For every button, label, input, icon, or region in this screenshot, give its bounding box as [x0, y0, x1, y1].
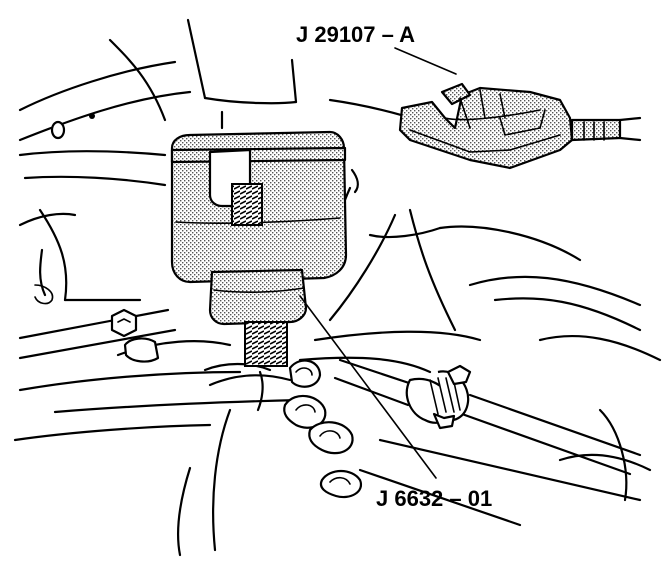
forcing-screw [244, 321, 288, 367]
leader-line-upper [394, 47, 457, 75]
puller-tool-j29107a [398, 82, 642, 170]
label-tool-upper: J 29107 – A [296, 22, 415, 47]
vehicle-chassis [13, 18, 662, 557]
label-tool-lower: J 6632 – 01 [376, 486, 492, 511]
separator-tool-body [170, 130, 348, 326]
leader-line-lower [299, 295, 437, 479]
